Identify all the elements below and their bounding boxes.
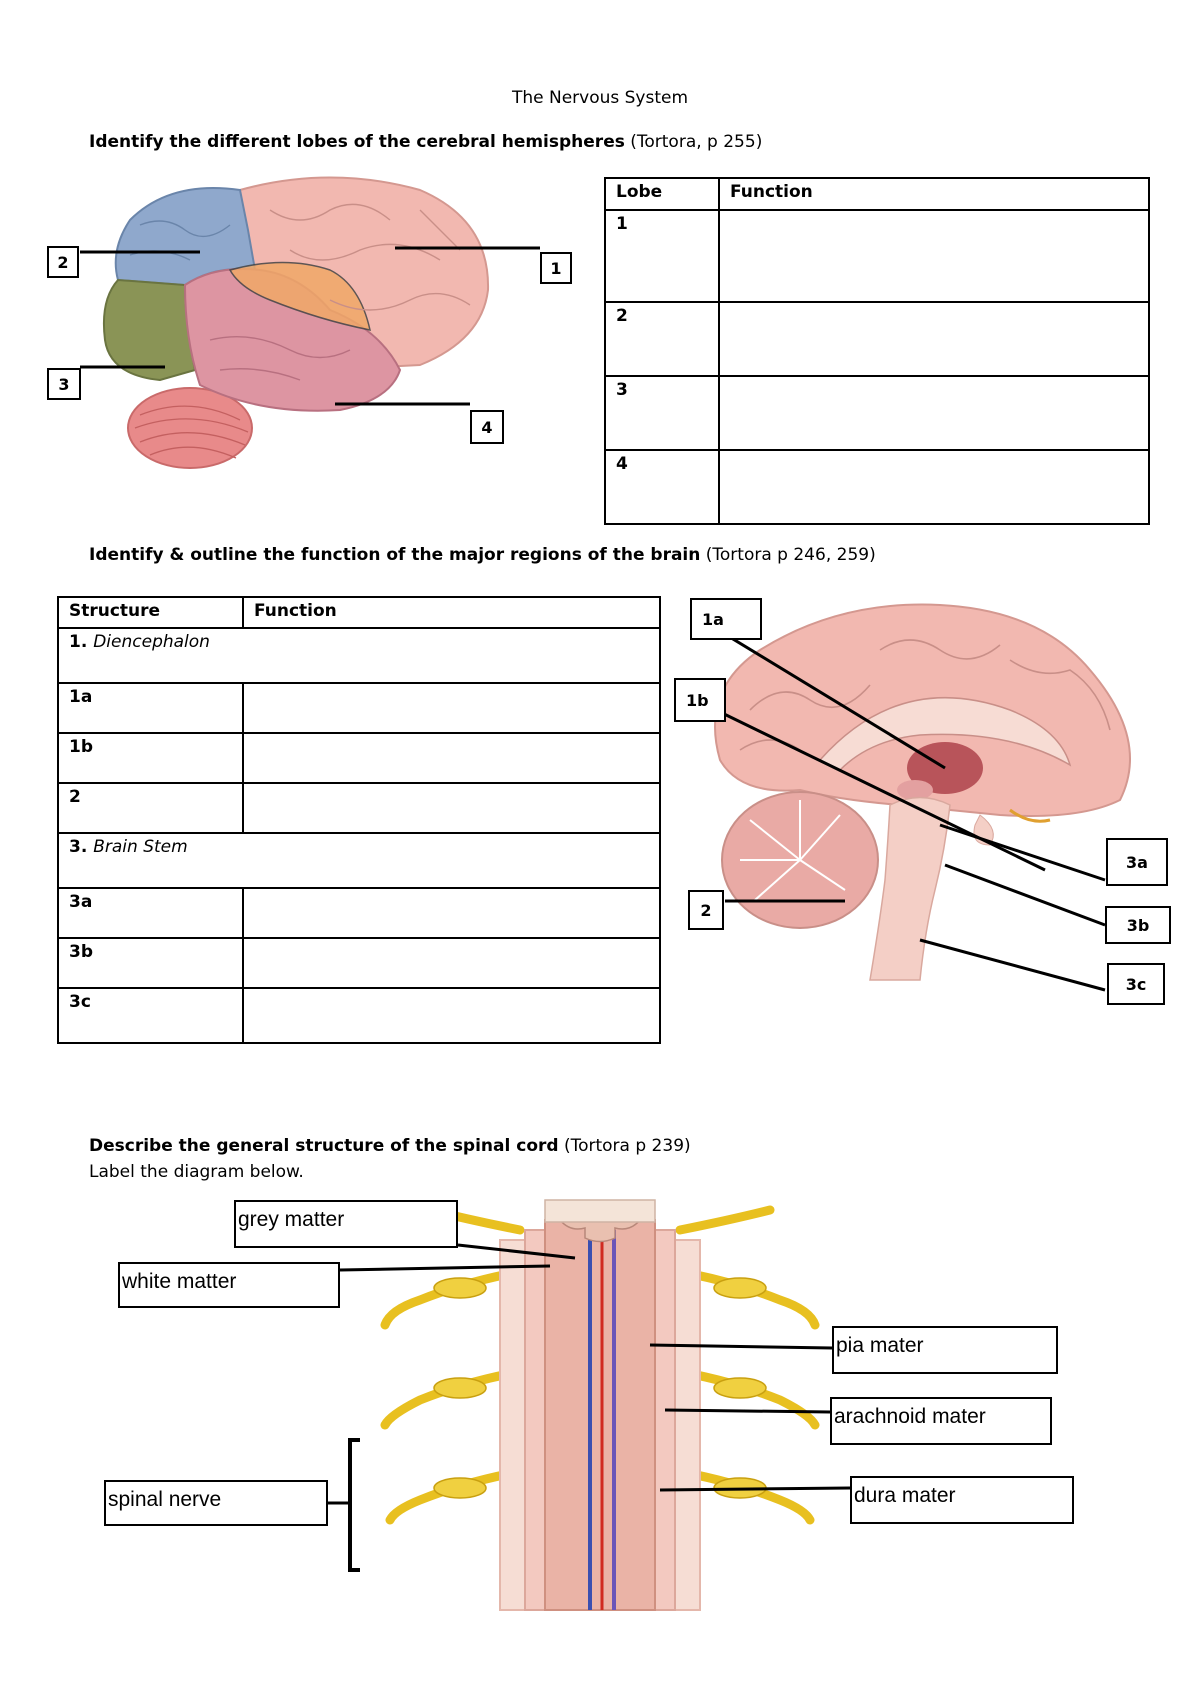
lobe-row-label: 4 [604,449,720,525]
sagittal-brain-diagram [704,603,1131,992]
table-row: 4 [604,449,1150,525]
group1-number: 1. [69,632,94,652]
lobe-row-label: 3 [604,375,720,451]
lobe-label-2[interactable]: 2 [47,246,79,278]
table-row: 1b [57,732,661,784]
section2-heading-ref: (Tortora p 246, 259) [700,545,876,565]
structure-table-header: Structure Function [57,596,661,629]
brain-stem-row: 3. Brain Stem [57,832,661,889]
structure-table: Structure Function 1. Diencephalon 1a 1b… [57,596,661,1044]
label-grey-matter[interactable]: grey matter [234,1200,458,1248]
structure-function-cell[interactable] [242,887,661,939]
structure-header-function: Function [242,596,661,629]
group3-number: 3. [69,837,94,857]
hypothalamus-shape [897,780,933,800]
page-title: The Nervous System [511,88,689,108]
region-label-3a[interactable]: 3a [1106,838,1168,886]
table-row: 3 [604,375,1150,451]
spinal-nerve-bracket [348,1438,360,1572]
table-row: 1. Diencephalon [57,627,661,684]
label-white-matter[interactable]: white matter [118,1262,340,1308]
structure-row-label: 1a [57,682,244,734]
lobe-function-cell[interactable] [718,375,1150,451]
region-label-1a[interactable]: 1a [690,598,762,640]
lobe-label-3[interactable]: 3 [47,368,81,400]
section3-heading-ref: (Tortora p 239) [558,1136,691,1156]
lobe-label-4[interactable]: 4 [470,410,504,444]
section1-heading: Identify the different lobes of the cere… [89,132,762,152]
lobe-table-header: Lobe Function [604,177,1150,211]
table-row: 2 [604,301,1150,377]
lobe-row-label: 2 [604,301,720,377]
structure-row-label: 3b [57,937,244,989]
label-pia-mater[interactable]: pia mater [832,1326,1058,1374]
spinal-cord-shape [544,1219,656,1611]
structure-row-label: 3a [57,887,244,939]
table-row: 3a [57,887,661,939]
table-row: 2 [57,782,661,834]
lobe-function-cell[interactable] [718,209,1150,303]
spinal-cord-diagram [328,1199,851,1611]
table-row: 1 [604,209,1150,303]
lobe-table: Lobe Function 1 2 3 4 [604,177,1150,525]
lobe-function-cell[interactable] [718,301,1150,377]
structure-function-cell[interactable] [242,937,661,989]
table-row: 3. Brain Stem [57,832,661,889]
label-spinal-nerve[interactable]: spinal nerve [104,1480,328,1526]
table-row: 1a [57,682,661,734]
table-row: 3c [57,987,661,1044]
region-label-2[interactable]: 2 [688,890,724,930]
lobe-label-1[interactable]: 1 [540,252,572,284]
structure-function-cell[interactable] [242,782,661,834]
structure-function-cell[interactable] [242,987,661,1044]
label-arachnoid-mater[interactable]: arachnoid mater [830,1397,1052,1445]
lobe-header-lobe: Lobe [604,177,720,211]
insula-shape [228,261,371,331]
structure-row-label: 3c [57,987,244,1044]
group3-name: Brain Stem [93,837,188,857]
section2-heading: Identify & outline the function of the m… [89,545,876,565]
table-row: 3b [57,937,661,989]
region-label-3c[interactable]: 3c [1107,963,1165,1005]
structure-header-structure: Structure [57,596,244,629]
section1-heading-text: Identify the different lobes of the cere… [89,132,625,152]
group1-name: Diencephalon [93,632,210,652]
lobe-header-function: Function [718,177,1150,211]
lobe-function-cell[interactable] [718,449,1150,525]
section2-heading-text: Identify & outline the function of the m… [89,545,701,565]
lobe-row-label: 1 [604,209,720,303]
lateral-brain-diagram [80,176,540,469]
diencephalon-row: 1. Diencephalon [57,627,661,684]
structure-row-label: 1b [57,732,244,784]
structure-function-cell[interactable] [242,732,661,784]
cerebellum-shape [127,387,253,469]
section1-heading-ref: (Tortora, p 255) [624,132,763,152]
brain-stem-shape [869,796,951,981]
section3-subheading: Label the diagram below. [89,1162,304,1182]
section3-heading-text: Describe the general structure of the sp… [89,1136,559,1156]
region-label-1b[interactable]: 1b [674,678,726,722]
structure-row-label: 2 [57,782,244,834]
label-dura-mater[interactable]: dura mater [850,1476,1074,1524]
structure-function-cell[interactable] [242,682,661,734]
occipital-lobe-shape [102,278,197,382]
region-label-3b[interactable]: 3b [1105,906,1171,944]
section3-heading: Describe the general structure of the sp… [89,1136,691,1156]
